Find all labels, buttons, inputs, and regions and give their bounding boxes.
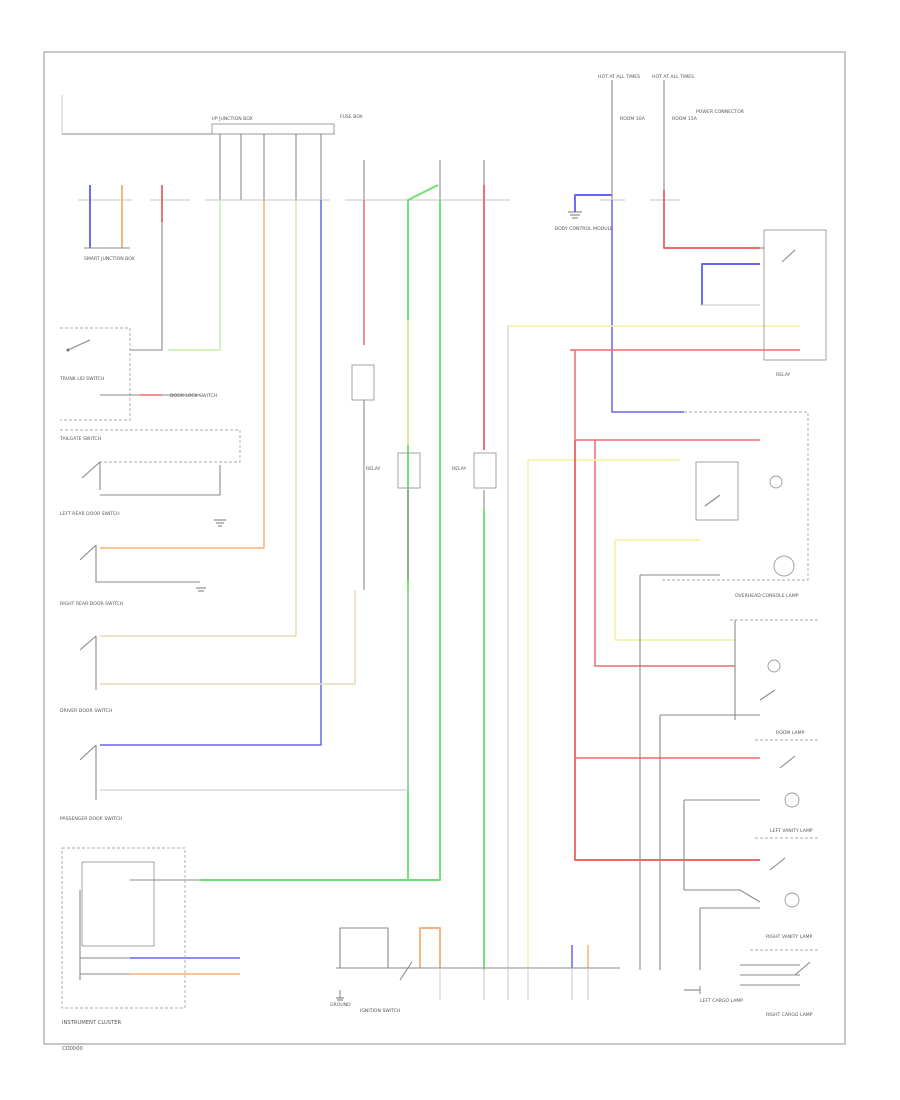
wire-blue-right-vertical	[611, 200, 684, 413]
top-bus	[61, 80, 665, 200]
wire-blue-top-right	[574, 194, 612, 212]
label-passenger-door-switch: PASSENGER DOOR SWITCH	[60, 816, 122, 822]
wire-pale-green	[168, 200, 221, 351]
wire-red-top-right	[663, 190, 760, 249]
label-body-control-module: BODY CONTROL MODULE	[555, 226, 613, 232]
wire-red-cargo	[574, 440, 760, 861]
label-trunk-lid-switch: TRUNK LID SWITCH	[59, 376, 104, 382]
wire-tan	[100, 200, 297, 637]
label-door-lock-switch: DOOR LOCK SWITCH	[170, 393, 217, 399]
label-room-fuse: ROOM 10A	[620, 116, 646, 122]
footer-code: CD0000	[62, 1046, 83, 1052]
wire-yellow-to-room	[614, 540, 735, 641]
diagram-frame	[43, 51, 846, 1045]
ground-symbols	[196, 211, 582, 592]
wire-green-cluster	[200, 200, 441, 881]
wire-green-main	[407, 184, 440, 881]
label-left-cargo-lamp: LEFT CARGO LAMP	[700, 998, 743, 1004]
label-left-rear-door-switch: LEFT REAR DOOR SWITCH	[60, 511, 120, 517]
label-hot-at-all-times-1: HOT AT ALL TIMES	[598, 74, 640, 80]
label-fuse-box: FUSE BOX	[340, 114, 363, 120]
label-overhead-console-lamp: OVERHEAD CONSOLE LAMP	[735, 593, 799, 599]
wire-orange-long	[100, 200, 265, 549]
bottom-junction	[336, 927, 620, 1001]
label-hot-at-all-times-2: HOT AT ALL TIMES	[652, 74, 694, 80]
wire-red-drop	[574, 350, 595, 441]
label-i-p-junction-box: I/P JUNCTION BOX	[212, 116, 253, 122]
label-right-rear-door-switch: RIGHT REAR DOOR SWITCH	[60, 601, 123, 607]
label-right-cargo-lamp: RIGHT CARGO LAMP	[766, 1012, 813, 1018]
right-column	[639, 229, 827, 994]
wire-orange-loop	[419, 927, 441, 968]
label-relay-top-right: RELAY	[776, 372, 791, 378]
wire-blue-long	[100, 200, 322, 746]
label-smart-junction-box: SMART JUNCTION BOX	[84, 256, 135, 262]
label-room-fuse-2: ROOM 15A	[672, 116, 698, 122]
left-switch-group	[60, 222, 497, 800]
label-relay-b: RELAY	[452, 466, 467, 472]
label-power-connector: POWER CONNECTOR	[696, 109, 745, 115]
label-relay-a: RELAY	[366, 466, 381, 472]
wire-yellow-lower-left	[100, 590, 356, 685]
label-tailgate-switch: TAILGATE SWITCH	[59, 436, 101, 442]
instrument-cluster	[61, 847, 200, 1009]
label-driver-door-switch: DRIVER DOOR SWITCH	[60, 708, 112, 714]
wire-blue-loop	[701, 263, 760, 305]
label-instrument-cluster: INSTRUMENT CLUSTER	[62, 1020, 122, 1026]
label-ground: GROUND	[330, 1002, 351, 1008]
label-ignition-switch: IGNITION SWITCH	[360, 1008, 400, 1014]
label-left-vanity-lamp: LEFT VANITY LAMP	[770, 828, 813, 834]
label-room-lamp: ROOM LAMP	[776, 730, 805, 736]
label-right-vanity-lamp: RIGHT VANITY LAMP	[766, 934, 812, 940]
wire-red-to-room	[594, 440, 735, 667]
